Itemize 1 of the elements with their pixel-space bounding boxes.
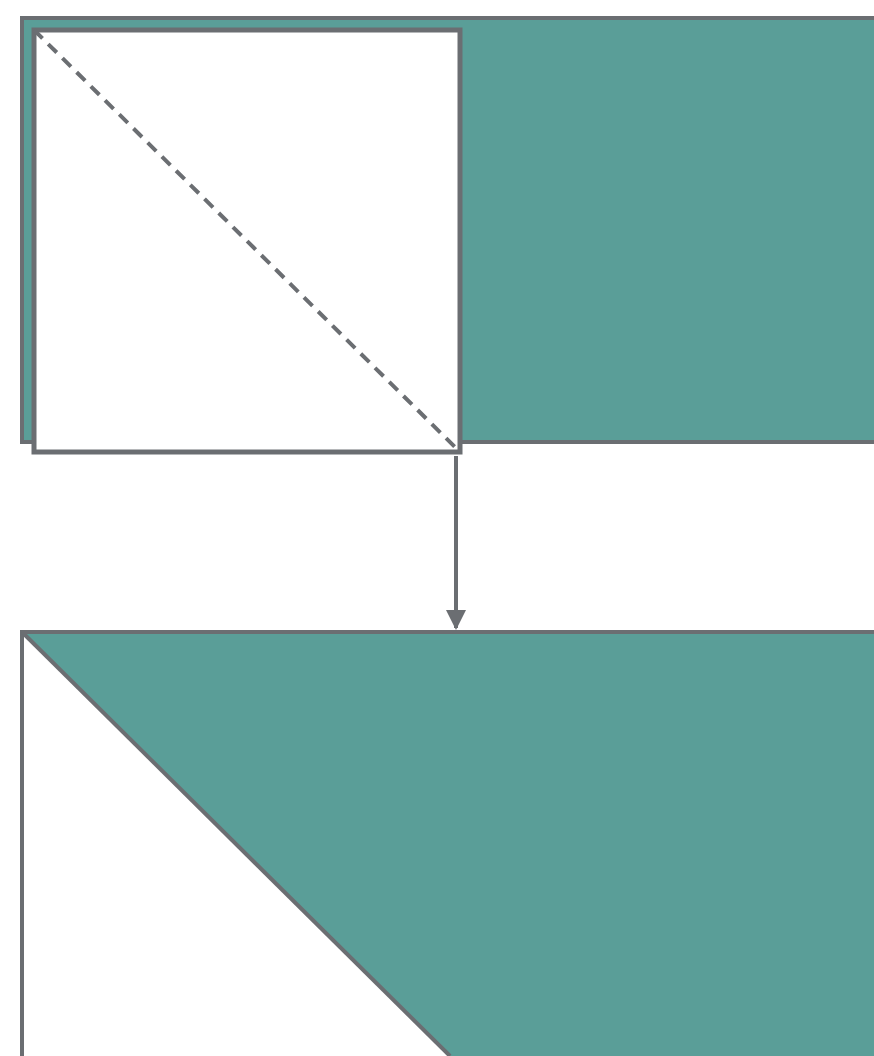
arrow — [446, 456, 466, 630]
